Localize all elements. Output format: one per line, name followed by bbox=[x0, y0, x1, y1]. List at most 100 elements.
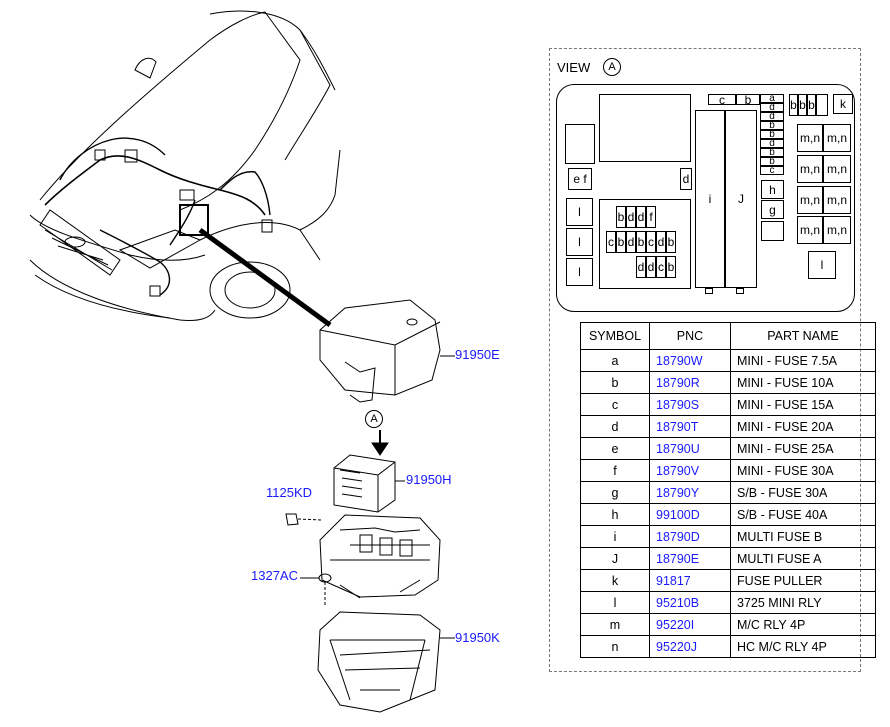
pnc-link[interactable]: 18790D bbox=[649, 525, 731, 548]
pnc-link[interactable]: 18790Y bbox=[649, 481, 731, 504]
pnc-link[interactable]: 99100D bbox=[649, 503, 731, 526]
fuse-slot-e: e f bbox=[568, 168, 592, 190]
fuse-label: b bbox=[667, 260, 675, 274]
car-bumper bbox=[29, 259, 216, 321]
fuse-box-cover bbox=[319, 299, 441, 396]
car-roof bbox=[299, 29, 336, 91]
relay-block bbox=[333, 454, 396, 513]
fuse-label: d bbox=[627, 210, 635, 224]
symbol-cell: h bbox=[580, 503, 650, 526]
fuse-slot: a bbox=[760, 93, 784, 104]
symbol-cell: b bbox=[580, 371, 650, 394]
column-header-pnc: PNC bbox=[649, 322, 731, 350]
symbol-cell: e bbox=[580, 437, 650, 460]
fuse-slot-g: g bbox=[761, 200, 784, 219]
fuse-blank-top bbox=[599, 94, 691, 162]
fuse-label: g bbox=[769, 202, 776, 217]
fuse-label: c bbox=[769, 165, 775, 176]
pnc-lower-cover[interactable]: 91950K bbox=[455, 630, 500, 645]
multi-fuse-tab bbox=[736, 288, 744, 294]
pnc-link[interactable]: 18790V bbox=[649, 459, 731, 482]
pnc-link[interactable]: 18790E bbox=[649, 547, 731, 570]
fuse-label: l bbox=[578, 235, 581, 249]
pnc-link[interactable]: 18790U bbox=[649, 437, 731, 460]
part-name-cell: MINI - FUSE 10A bbox=[730, 371, 876, 394]
fuse-slot: d bbox=[636, 256, 646, 278]
pnc-link[interactable]: 18790R bbox=[649, 371, 731, 394]
fuse-slot: d bbox=[636, 206, 646, 228]
fuse-label: l bbox=[820, 258, 824, 272]
relay-mn: m,n bbox=[823, 186, 851, 214]
fuse-label: b bbox=[790, 98, 797, 112]
junction-block bbox=[319, 514, 441, 598]
car-grille bbox=[39, 209, 121, 276]
view-title-marker: A bbox=[603, 58, 621, 76]
fuse-label: d bbox=[682, 172, 690, 186]
relay-mn: m,n bbox=[823, 216, 851, 244]
pnc-link[interactable]: 18790W bbox=[649, 349, 731, 372]
fuse-label: b bbox=[808, 98, 815, 112]
fuse-label: h bbox=[769, 182, 776, 197]
fuse-slot: b bbox=[666, 256, 676, 278]
symbol-cell: g bbox=[580, 481, 650, 504]
fuse-label: d bbox=[657, 235, 665, 249]
fuse-slot: c bbox=[646, 231, 656, 253]
fuse-label: b bbox=[667, 235, 675, 249]
fuse-slot: b bbox=[760, 147, 784, 158]
lower-cover bbox=[317, 611, 441, 713]
pnc-link[interactable]: 95220J bbox=[649, 635, 731, 658]
part-name-cell: S/B - FUSE 40A bbox=[730, 503, 876, 526]
fuse-slot: b bbox=[760, 129, 784, 140]
column-header-part-name: PART NAME bbox=[730, 322, 876, 350]
fuse-label: f bbox=[583, 172, 587, 186]
pnc-link[interactable]: 18790S bbox=[649, 393, 731, 416]
pnc-link[interactable]: 95210B bbox=[649, 591, 731, 614]
car-logo bbox=[64, 236, 86, 248]
fuse-slot: b bbox=[736, 93, 760, 107]
pnc-link[interactable]: 91817 bbox=[649, 569, 731, 592]
symbol-cell: f bbox=[580, 459, 650, 482]
fuse-label: m,n bbox=[799, 223, 820, 237]
fuse-label: b bbox=[769, 156, 775, 167]
multi-fuse-a: J bbox=[725, 110, 757, 288]
pnc-main-cover[interactable]: 91950E bbox=[455, 347, 500, 362]
part-name-cell: M/C RLY 4P bbox=[730, 613, 876, 636]
pnc-link[interactable]: 18790T bbox=[649, 415, 731, 438]
fuse-slot: f bbox=[646, 206, 656, 228]
fuse-slot: c bbox=[606, 231, 616, 253]
fuse-slot: c bbox=[656, 256, 666, 278]
fuse-slot: d bbox=[656, 231, 666, 253]
view-a-marker: A bbox=[365, 410, 383, 428]
fuse-label: d bbox=[647, 260, 655, 274]
fuse-label: m,n bbox=[799, 131, 820, 145]
part-name-cell: FUSE PULLER bbox=[730, 569, 876, 592]
pnc-link[interactable]: 95220I bbox=[649, 613, 731, 636]
pnc-nut[interactable]: 1327AC bbox=[251, 568, 298, 583]
pnc-bolt[interactable]: 1125KD bbox=[266, 485, 313, 500]
fuse-label: d bbox=[769, 102, 775, 113]
relay-l: l bbox=[566, 198, 593, 226]
part-name-cell: MINI - FUSE 30A bbox=[730, 459, 876, 482]
pnc-relay-block[interactable]: 91950H bbox=[406, 472, 452, 487]
part-name-cell: MINI - FUSE 20A bbox=[730, 415, 876, 438]
multi-fuse-tab bbox=[705, 288, 713, 294]
fuse-box-layout bbox=[556, 84, 855, 312]
car-wheel bbox=[209, 261, 291, 319]
fuse-slot: b bbox=[666, 231, 676, 253]
symbol-cell: m bbox=[580, 613, 650, 636]
fuse-slot: b bbox=[616, 206, 626, 228]
fuse-blank bbox=[816, 94, 828, 116]
fuse-puller-k: k bbox=[833, 94, 853, 114]
